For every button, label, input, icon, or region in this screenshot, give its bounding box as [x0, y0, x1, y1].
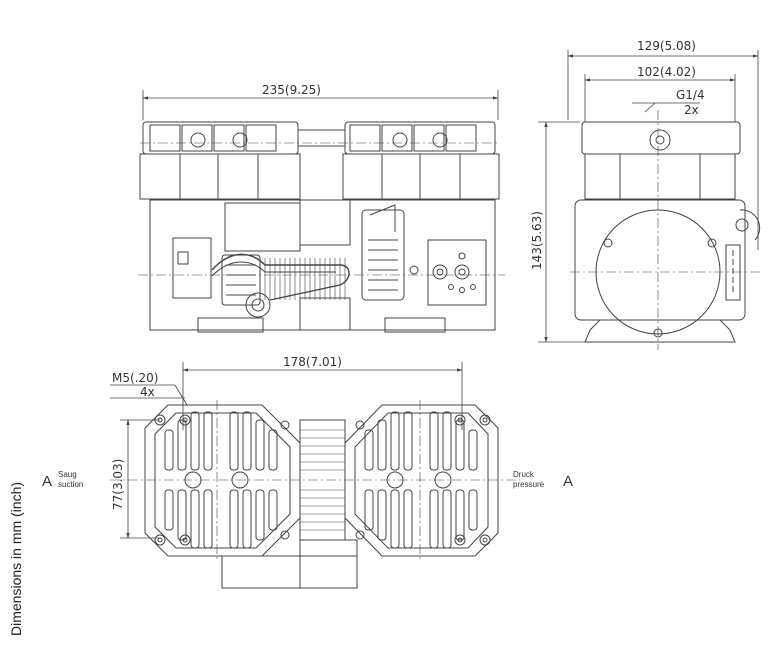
suction-en-label: suction: [58, 480, 83, 489]
front-width-label: 235(9.25): [262, 83, 321, 97]
thread-label: G1/4: [676, 88, 705, 102]
front-view: [138, 90, 505, 333]
pressure-de-label: Druck: [513, 470, 535, 479]
screw-qty-label: 4x: [140, 385, 155, 399]
top-motor-fins: [300, 429, 345, 531]
top-width-label: 77(3.03): [111, 459, 125, 510]
port-spacing-label: 102(4.02): [637, 65, 696, 79]
top-right-head: [344, 404, 499, 557]
screw-label: M5(.20): [112, 371, 158, 385]
right-head: [342, 121, 500, 200]
height-label: 143(5.63): [530, 211, 544, 270]
suction-de-label: Saug: [58, 470, 77, 479]
suction-marker: A: [42, 473, 52, 490]
thread-qty-label: 2x: [684, 103, 699, 117]
side-view: [538, 50, 761, 350]
pressure-en-label: pressure: [513, 480, 545, 489]
pressure-marker: A: [563, 473, 573, 490]
top-left-head: [144, 404, 301, 557]
left-head: [139, 121, 301, 200]
overall-width-label: 129(5.08): [637, 39, 696, 53]
length-label: 178(7.01): [283, 355, 342, 369]
top-view: [110, 362, 520, 589]
dimensions-caption: Dimensions in mm (inch): [8, 481, 24, 636]
